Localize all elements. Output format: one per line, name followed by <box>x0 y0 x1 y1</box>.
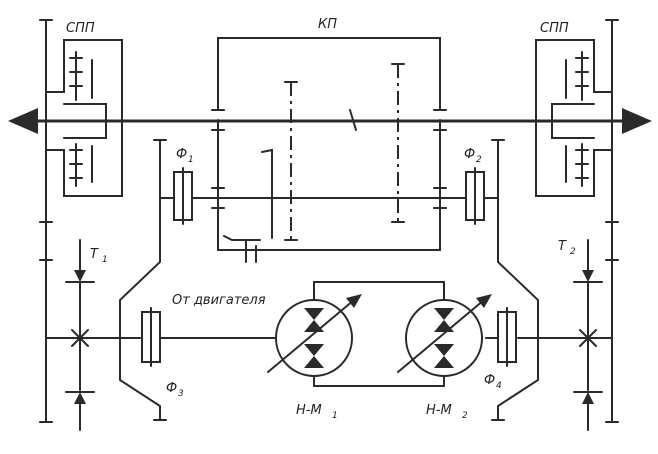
f1-subscript: 1 <box>188 155 194 165</box>
pump-motor-2: Н-М 2 <box>397 281 492 421</box>
hm1-subscript: 1 <box>332 411 338 421</box>
t2-label: Т <box>558 239 567 254</box>
right-planetary-mechanism: СПП <box>535 19 619 423</box>
hm2-label: Н-М <box>426 403 452 418</box>
left-output-arrow-icon <box>8 108 38 134</box>
gearbox: КП <box>191 17 467 263</box>
clutch-f4: Ф 4 <box>484 197 613 421</box>
f3-subscript: 3 <box>178 389 184 399</box>
variable-displacement-arrow-icon <box>346 294 362 308</box>
f4-subscript: 4 <box>496 381 502 391</box>
kp-label: КП <box>318 17 337 32</box>
brake-t2: Т 2 <box>558 239 603 431</box>
f3-label: Ф <box>166 381 177 396</box>
brake-t1: Т 1 <box>65 239 108 431</box>
variable-displacement-arrow-icon <box>476 294 492 308</box>
t2-subscript: 2 <box>570 247 576 257</box>
f2-label: Ф <box>464 147 475 162</box>
left-planetary-mechanism: СПП <box>39 19 123 423</box>
t1-label: Т <box>90 247 99 262</box>
f4-label: Ф <box>484 373 495 388</box>
f1-label: Ф <box>176 147 187 162</box>
spp-left-label: СПП <box>66 21 95 36</box>
hm1-label: Н-М <box>296 403 322 418</box>
right-output-arrow-icon <box>622 108 652 134</box>
clutch-f3: Ф 3 <box>45 197 277 421</box>
spp-right-label: СПП <box>540 21 569 36</box>
engine-input-label: От двигателя <box>172 293 266 308</box>
hm2-subscript: 2 <box>462 411 468 421</box>
t1-subscript: 1 <box>102 255 108 265</box>
main-output-shaft <box>8 108 652 134</box>
pump-motor-1: Н-М 1 <box>267 281 362 421</box>
f2-subscript: 2 <box>476 155 482 165</box>
clutch-f2: Ф 2 <box>464 139 505 225</box>
hydraulic-lines <box>313 281 445 387</box>
